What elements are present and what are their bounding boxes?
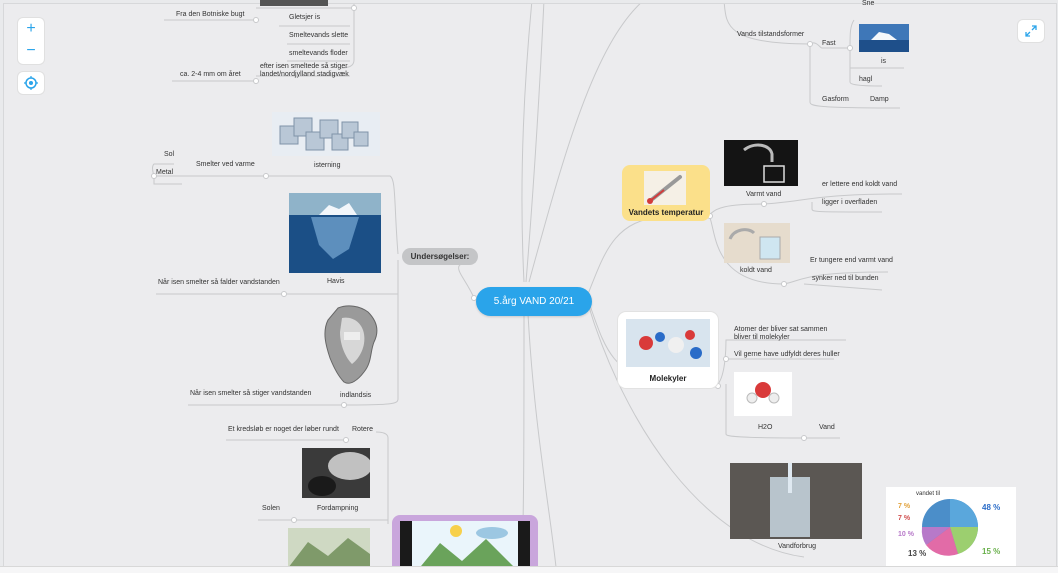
node-fast[interactable]: Fast [822,40,836,47]
zoom-controls: + − [18,18,44,64]
node-metal[interactable]: Metal [156,169,174,176]
central-topic[interactable]: 5.årg VAND 20/21 [476,287,592,316]
greenland-map-image [318,302,388,388]
pct-13: 13 % [908,549,927,558]
topic-undersogelser[interactable]: Undersøgelser: [402,248,478,265]
node-hagl[interactable]: hagl [859,76,873,83]
node-havis[interactable]: Havis [327,278,345,285]
hot-water-image [724,140,798,186]
node-molekyler-note2[interactable]: Vil gerne have udfyldt deres huller [734,351,840,358]
top-image-partial [260,0,328,6]
topic-temperatur-label: Vandets temperatur [628,208,704,217]
node-vands-tilstandsformer[interactable]: Vands tilstandsformer [737,31,805,38]
node-isterning[interactable]: isterning [314,162,341,169]
node-botniske-bugt[interactable]: Fra den Botniske bugt [176,11,245,18]
topic-vandets-kredslob[interactable] [392,515,538,573]
node-fordampning[interactable]: Fordampning [317,505,359,512]
molecules-image [626,319,710,367]
landscape-image [288,528,370,568]
node-sne[interactable]: Sne [862,0,875,7]
node-varmt-vand[interactable]: Varmt vand [746,191,782,198]
thermometer-image [644,171,686,205]
node-damp[interactable]: Damp [870,96,889,103]
topic-molekyler-label: Molekyler [649,374,687,383]
fullscreen-button[interactable] [1018,20,1044,42]
pct-10: 10 % [898,531,914,538]
node-koldt-vand[interactable]: koldt vand [740,267,772,274]
node-varmt-note1[interactable]: er lettere end koldt vand [822,181,898,188]
water-usage-infographic: vandet til 48 % 7 % 7 % 10 % 13 % 15 % [886,487,1016,567]
node-koldt-note2[interactable]: synker ned til bunden [812,275,879,282]
connection-lines [151,4,904,567]
mindmap-canvas[interactable]: + − 5.årg VAND 20/21 Fra den Botniske bu… [4,0,1056,573]
node-indlandsis[interactable]: indlandsis [340,392,372,399]
node-gasform[interactable]: Gasform [822,96,849,103]
node-rotere[interactable]: Rotere [352,426,374,433]
node-landet-stiger[interactable]: efter isen smeltede så stiger landet/nor… [260,63,349,79]
target-icon [18,72,44,94]
ice-cubes-image [272,112,380,156]
cold-water-image [724,223,790,263]
bottom-toolbar [0,566,1058,573]
topic-molekyler[interactable]: Molekyler [618,312,718,388]
node-molekyler-note1[interactable]: Atomer der bliver sat sammen bliver til … [734,326,828,342]
pct-7b: 7 % [898,515,911,522]
node-solen[interactable]: Solen [262,505,280,512]
node-smelter-ved-varme[interactable]: Smelter ved varme [196,161,255,168]
expand-icon [1018,20,1044,42]
node-h2o[interactable]: H2O [758,424,773,431]
node-is[interactable]: is [881,58,887,65]
node-smeltevands-slette[interactable]: Smeltevands slette [289,32,349,39]
node-vand[interactable]: Vand [819,424,835,431]
glass-of-water-image [730,463,862,539]
h2o-image [734,372,792,416]
node-havis-note[interactable]: Når isen smelter så falder vandstanden [158,279,280,286]
zoom-in-button[interactable]: + [26,20,36,37]
iceberg-image [859,24,909,52]
node-koldt-note1[interactable]: Er tungere end varmt vand [810,257,893,264]
node-varmt-note2[interactable]: ligger i overfladen [822,199,878,206]
water-cycle-image [400,521,530,573]
node-kredslob-definition[interactable]: Et kredsløb er noget der løber rundt [228,426,339,433]
pct-15: 15 % [982,547,1001,556]
node-sol[interactable]: Sol [164,151,175,158]
center-view-button[interactable] [18,72,44,94]
node-smeltevands-floder[interactable]: smeltevands floder [289,50,348,57]
pct-48: 48 % [982,503,1001,512]
kettle-image [302,448,370,498]
node-indlandsis-note[interactable]: Når isen smelter så stiger vandstanden [190,390,312,397]
infographic-title: vandet til [916,491,941,497]
zoom-out-button[interactable]: − [26,42,36,59]
topic-vandets-temperatur[interactable]: Vandets temperatur [622,165,710,221]
node-gletsjer-is[interactable]: Gletsjer is [289,14,321,21]
havis-image [289,193,381,273]
pct-7a: 7 % [898,503,911,510]
node-vandforbrug[interactable]: Vandforbrug [778,543,817,550]
node-mm-om-aaret[interactable]: ca. 2-4 mm om året [180,71,241,78]
